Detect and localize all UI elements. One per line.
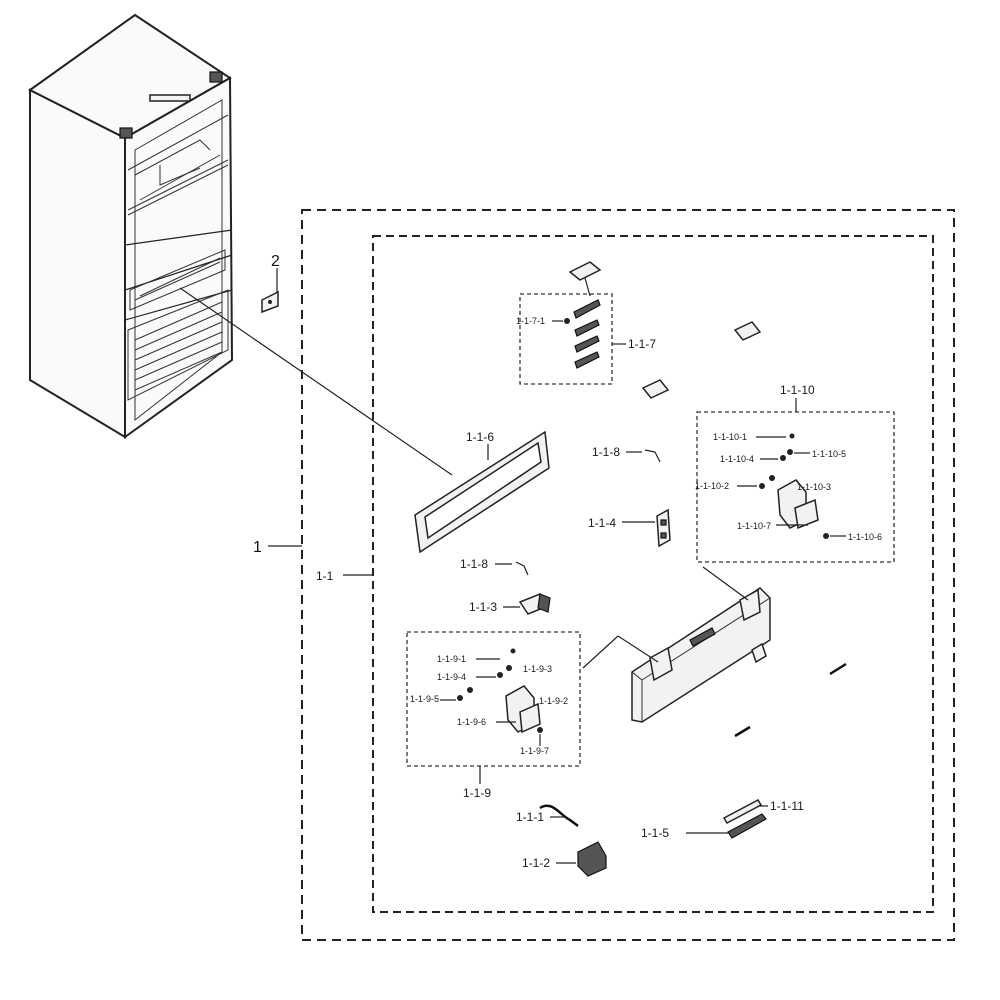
label-1-1-6: 1-1-6 [466,430,494,444]
loose-cover-lower [641,379,670,399]
loose-piece-bottom [734,725,751,738]
group-1-1-9-box [406,631,581,767]
label-1-1-9: 1-1-9 [463,786,491,800]
label-1-1-9-6: 1-1-9-6 [457,717,486,727]
part-1-1-1-wire [539,804,579,827]
label-1-1-7: 1-1-7 [628,337,656,351]
label-1-1-10: 1-1-10 [780,383,815,397]
label-1-1-10-3: 1-1-10-3 [797,482,831,492]
part-1-1-5-rail [686,813,767,839]
label-1-1: 1-1 [316,569,334,583]
part-1-1-8-lower [495,561,529,576]
part-1-1-9-hinge [457,648,543,734]
part-1-1-6-gasket [414,430,550,554]
label-1-1-4: 1-1-4 [588,516,616,530]
label-1-1-5: 1-1-5 [641,826,669,840]
part-2-bracket [261,268,279,314]
label-1-1-10-2: 1-1-10-2 [695,481,729,491]
label-1-1-3: 1-1-3 [469,600,497,614]
part-1-1-3-hinge [503,593,551,615]
label-1-1-8-upper: 1-1-8 [592,445,620,459]
label-1-1-8-lower: 1-1-8 [460,557,488,571]
label-1-1-11: 1-1-11 [770,799,804,813]
part-1-1-8-upper [626,449,661,463]
part-1-1-11-strip [722,799,768,824]
label-1-1-2: 1-1-2 [522,856,550,870]
label-1-1-1: 1-1-1 [516,810,544,824]
drawer-front-panel [582,566,771,723]
label-1-1-10-7: 1-1-10-7 [737,521,771,531]
part-1-1-10-hinge [759,433,829,539]
assembly-1-1-box [372,235,934,913]
label-1-1-9-7: 1-1-9-7 [520,746,549,756]
loose-piece-right [829,662,847,676]
label-1-1-10-4: 1-1-10-4 [720,454,754,464]
cabinet-to-gasket-lead [179,287,453,476]
label-2: 2 [271,253,280,270]
label-1: 1 [253,539,262,556]
loose-cover-upper [733,321,762,341]
part-1-1-4-bracket [622,508,671,548]
label-1-1-9-4: 1-1-9-4 [437,672,466,682]
label-1-1-10-1: 1-1-10-1 [713,432,747,442]
label-1-1-9-5: 1-1-9-5 [410,694,439,704]
part-1-1-2-motor [556,841,607,877]
label-1-1-7-1: 1-1-7-1 [516,316,545,326]
part-1-1-7-set [564,299,601,369]
group-1-1-7-box [519,293,613,385]
refrigerator-cabinet [28,13,234,439]
label-1-1-10-5: 1-1-10-5 [812,449,846,459]
assembly-1-box [301,209,955,941]
label-1-1-9-1: 1-1-9-1 [437,654,466,664]
label-1-1-9-2: 1-1-9-2 [539,696,568,706]
label-1-1-9-3: 1-1-9-3 [523,664,552,674]
part-1-1-7-cover [568,261,602,297]
label-1-1-10-6: 1-1-10-6 [848,532,882,542]
